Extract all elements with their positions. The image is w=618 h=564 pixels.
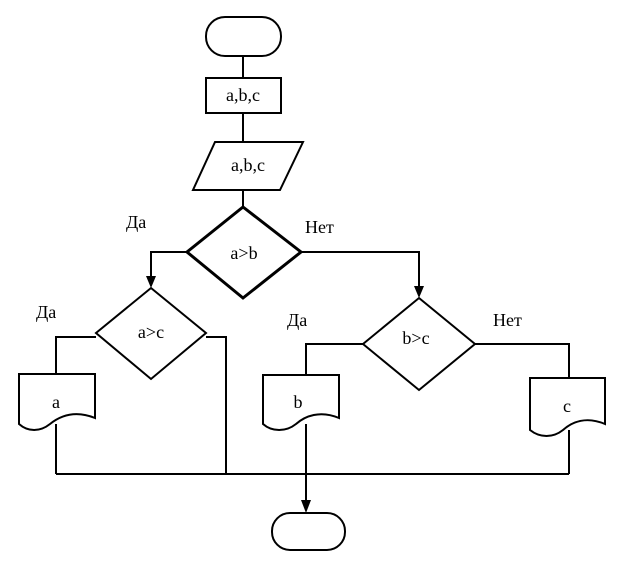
output-document-c — [529, 377, 606, 437]
decision-a-gt-b — [184, 205, 304, 300]
start-terminator — [205, 16, 282, 57]
label-no-ab: Нет — [305, 217, 334, 237]
arrowheads — [146, 276, 424, 513]
connector-ac-yes — [55, 336, 96, 374]
output-document-b — [262, 374, 340, 431]
label-yes-ac: Да — [36, 302, 56, 322]
connectors — [55, 56, 570, 502]
output-document-c-text: c — [563, 396, 571, 416]
arrowhead-end — [301, 500, 311, 513]
decision-a-gt-b-text: a>b — [230, 243, 257, 263]
decision-a-gt-c-text: a>c — [138, 322, 164, 342]
decision-a-gt-c — [94, 286, 208, 381]
decision-b-gt-c-text: b>c — [402, 328, 429, 348]
label-no-bc: Нет — [493, 310, 522, 330]
label-yes-ab: Да — [126, 212, 146, 232]
decision-b-gt-c — [361, 296, 477, 392]
output-document-a-text: a — [52, 392, 60, 412]
connector-bc-no — [475, 343, 570, 378]
end-terminator — [271, 512, 346, 551]
output-document-b-text: b — [294, 392, 303, 412]
label-yes-bc: Да — [287, 310, 307, 330]
connector-ab-no — [301, 251, 420, 287]
input-parallelogram-text: a,b,c — [231, 155, 265, 175]
output-document-a — [18, 373, 96, 431]
connector-ab-yes — [150, 251, 187, 277]
connector-bc-yes — [305, 343, 363, 375]
connector-ac-no — [206, 336, 227, 474]
assign-process-text: a,b,c — [226, 85, 260, 105]
arrowhead-ac — [146, 276, 156, 288]
input-parallelogram — [191, 141, 305, 191]
arrowhead-bc — [414, 286, 424, 298]
assign-process-box — [205, 77, 282, 114]
